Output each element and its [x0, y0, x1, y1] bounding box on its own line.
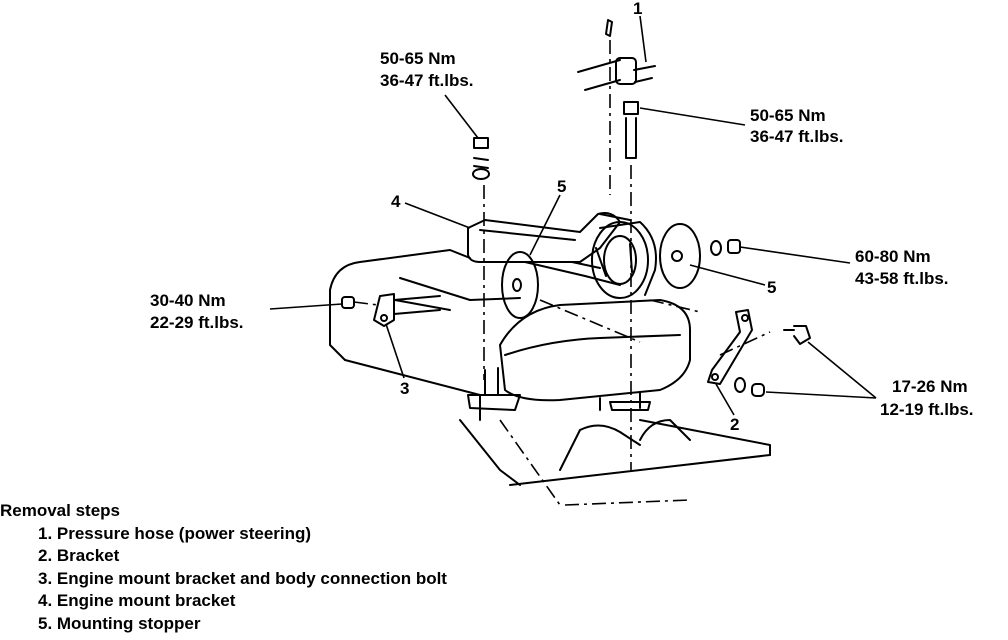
torque-left-middle-ftlbs: 22-29 ft.lbs.	[150, 313, 244, 332]
mounting-stopper-left	[501, 251, 539, 319]
leader-1	[639, 15, 647, 63]
pressure-hose	[577, 19, 656, 91]
right-middle-nut-washer	[710, 239, 741, 256]
body-frame	[329, 249, 771, 486]
torque-upper-right-ftlbs: 36-47 ft.lbs.	[750, 127, 844, 146]
callout-4: 4	[391, 192, 401, 211]
torque-upper-left-nm: 50-65 Nm	[380, 49, 456, 68]
callout-5-right: 5	[767, 278, 776, 297]
centerline-base	[564, 499, 691, 506]
leader-upper-left-torque	[444, 94, 479, 139]
callout-2: 2	[730, 415, 739, 434]
leader-3	[385, 323, 405, 379]
torque-left-middle-nm: 30-40 Nm	[150, 291, 226, 310]
removal-steps: Removal steps 1. Pressure hose (power st…	[0, 500, 447, 635]
callout-5-left: 5	[557, 177, 566, 196]
bracket-2	[707, 309, 753, 385]
leader-5-right	[689, 264, 766, 286]
torque-right-middle-ftlbs: 43-58 ft.lbs.	[855, 269, 949, 288]
leader-4	[404, 202, 471, 229]
engine-housing	[467, 299, 691, 411]
torque-lower-right-ftlbs: 12-19 ft.lbs.	[880, 400, 974, 419]
removal-step: 5. Mounting stopper	[38, 613, 201, 633]
centerline-lower-right	[719, 331, 771, 356]
leader-right-middle-torque	[739, 246, 851, 264]
mount-insulator	[591, 221, 657, 299]
torque-lower-right-nm: 17-26 Nm	[892, 377, 968, 396]
callout-1: 1	[633, 0, 642, 18]
torque-upper-right-nm: 50-65 Nm	[750, 106, 826, 125]
callout-3: 3	[400, 379, 409, 398]
bracket-3	[373, 293, 441, 327]
upper-right-bolt	[623, 101, 639, 159]
centerline-lower	[499, 419, 561, 506]
removal-step: 1. Pressure hose (power steering)	[38, 523, 312, 543]
left-middle-bolt	[341, 296, 355, 309]
removal-step: 2. Bracket	[38, 546, 120, 565]
torque-right-middle-nm: 60-80 Nm	[855, 247, 931, 266]
engine-mount-bracket	[467, 212, 631, 286]
leader-lower-right-a	[807, 341, 877, 399]
leader-2	[715, 383, 735, 416]
torque-upper-left-ftlbs: 36-47 ft.lbs.	[380, 71, 474, 90]
leader-left-middle-torque	[269, 303, 343, 310]
centerline-stopper	[539, 299, 641, 343]
leader-lower-right-b	[765, 391, 877, 399]
leader-5-left	[529, 194, 561, 256]
leader-upper-right-torque	[639, 107, 746, 126]
upper-left-nut-washers	[472, 137, 490, 180]
removal-steps-heading: Removal steps	[0, 501, 120, 520]
removal-step: 4. Engine mount bracket	[38, 591, 236, 610]
removal-steps-list: 1. Pressure hose (power steering) 2. Bra…	[0, 523, 447, 636]
centerline-stopper-right	[649, 299, 701, 313]
removal-step: 3. Engine mount bracket and body connect…	[38, 568, 447, 588]
centerline-bracket3	[353, 301, 379, 306]
lower-right-bolts	[734, 325, 811, 397]
mounting-stopper-right	[659, 223, 701, 289]
